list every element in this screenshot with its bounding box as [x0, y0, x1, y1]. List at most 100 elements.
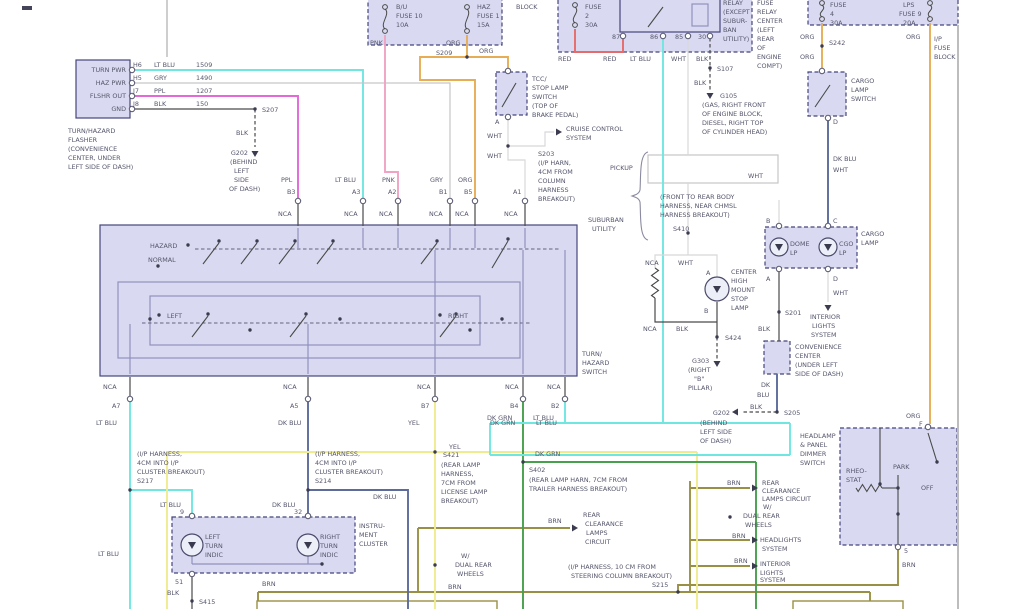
diagram-label: OF: [757, 44, 766, 52]
fuse-icon: [572, 6, 578, 24]
diagram-label: LEFT: [234, 167, 249, 175]
diagram-label: HARNESS BREAKOUT): [660, 211, 730, 219]
terminal: [126, 395, 134, 403]
wire-blk: [501, 82, 517, 108]
arrow-icon: [556, 128, 562, 136]
diagram-label: HEADLAMP: [800, 432, 836, 440]
diagram-label: SWITCH: [582, 368, 607, 376]
diagram-label: YEL: [448, 443, 461, 451]
diagram-label: OF DASH): [700, 437, 731, 445]
junction-dot: [820, 44, 824, 48]
diagram-label: CENTER, UNDER: [68, 154, 121, 162]
diagram-label: TURN: [204, 542, 223, 550]
terminal: [818, 67, 826, 75]
harness-routing-loop: [647, 154, 779, 184]
diagram-label: BAN: [723, 26, 737, 34]
diagram-label: ORG: [906, 412, 920, 420]
terminal: [446, 197, 454, 205]
diagram-label: S205: [784, 409, 800, 417]
wire-blk: [289, 315, 307, 338]
diagram-label: BLK: [154, 100, 167, 108]
diagram-label: (GAS, RIGHT FRONT: [702, 101, 766, 109]
diagram-label: 85: [675, 33, 683, 41]
terminal: [824, 265, 832, 273]
diagram-label: FUSE: [757, 0, 773, 7]
arrow-icon: [732, 408, 738, 416]
diagram-label: S203: [538, 150, 554, 158]
diagram-label: FUSE 10: [396, 12, 423, 20]
wire-blk: [191, 315, 209, 338]
diagram-label: NCA: [379, 210, 393, 218]
diagram-label: INTERIOR: [810, 313, 841, 321]
junction-dot: [128, 488, 132, 492]
diagram-label: 32: [294, 508, 302, 516]
diagram-label: LAMPS CIRCUIT: [762, 495, 811, 503]
diagram-label: BREAKOUT): [441, 497, 478, 505]
diagram-label: YEL: [407, 419, 420, 427]
junction-dot: [896, 486, 900, 490]
diagram-label: B2: [551, 402, 559, 410]
diagram-label: MENT: [359, 531, 377, 539]
diagram-label: A3: [352, 188, 360, 196]
terminal: [128, 105, 136, 113]
diagram-label: 4CM INTO I/P: [137, 459, 179, 467]
arrow-icon: [752, 562, 758, 570]
diagram-label: NCA: [417, 383, 431, 391]
diagram-label: NCA: [344, 210, 358, 218]
diagram-label: A: [706, 269, 711, 277]
diagram-label: DUAL REAR: [743, 512, 780, 520]
diagram-label: SUBURBAN: [588, 216, 624, 224]
diagram-label: BRN: [262, 580, 276, 588]
wire-org: [419, 56, 476, 199]
diagram-label: H5: [133, 74, 142, 82]
diagram-label: ORG: [800, 33, 814, 41]
junction-dot: [338, 317, 342, 321]
terminal: [894, 543, 902, 551]
junction-dot: [190, 599, 194, 603]
diagram-label: LEFT: [205, 533, 220, 541]
diagram-label: NCA: [283, 383, 297, 391]
diagram-label: HAZARD: [150, 242, 177, 250]
diagram-label: A1: [513, 188, 521, 196]
diagram-label: C: [833, 217, 838, 225]
diagram-label: BLK: [758, 325, 771, 333]
diagram-label: NCA: [645, 259, 659, 267]
terminal: [684, 32, 692, 40]
diagram-label: DOME: [790, 240, 810, 248]
diagram-label: DK BLU: [373, 493, 397, 501]
diagram-label: PICKUP: [610, 164, 633, 172]
junction-dot: [253, 107, 257, 111]
diagram-label: A5: [290, 402, 298, 410]
diagram-label: HAZ PWR: [96, 79, 127, 87]
bottom-component-right: [792, 600, 904, 609]
terminal: [924, 423, 932, 431]
diagram-label: DIMMER: [800, 450, 827, 458]
diagram-label: (I/P HARNESS,: [137, 450, 182, 458]
diagram-label: J7: [132, 87, 139, 95]
diagram-label: LT BLU: [98, 550, 119, 558]
diagram-label: S107: [717, 65, 733, 73]
diagram-label: TURN/HAZARD: [67, 127, 115, 135]
diagram-label: LAMPS: [586, 529, 608, 537]
diagram-label: BLK: [676, 325, 689, 333]
diagram-label: LIGHTS: [760, 569, 783, 577]
junction-dot: [465, 55, 469, 59]
diagram-label: CLUSTER BREAKOUT): [315, 468, 383, 476]
terminal: [188, 570, 196, 578]
wire-blk: [927, 432, 938, 463]
lamp-filament-icon: [713, 286, 721, 293]
diagram-label: S410: [673, 225, 689, 233]
diagram-label: DUAL REAR: [455, 561, 492, 569]
junction-dot: [206, 312, 210, 316]
diagram-label: A2: [388, 188, 396, 196]
diagram-label: BRN: [732, 532, 746, 540]
diagram-label: LT BLU: [96, 419, 117, 427]
diagram-label: WHT: [671, 55, 686, 63]
diagram-label: LP: [790, 249, 798, 257]
diagram-label: FUSE: [830, 1, 846, 9]
wire-blk: [654, 298, 717, 323]
diagram-label: PARK: [893, 463, 910, 471]
diagram-label: TCC/: [531, 75, 547, 83]
diagram-label: PNK: [382, 176, 396, 184]
diagram-label: (I/P HARNESS,: [315, 450, 360, 458]
